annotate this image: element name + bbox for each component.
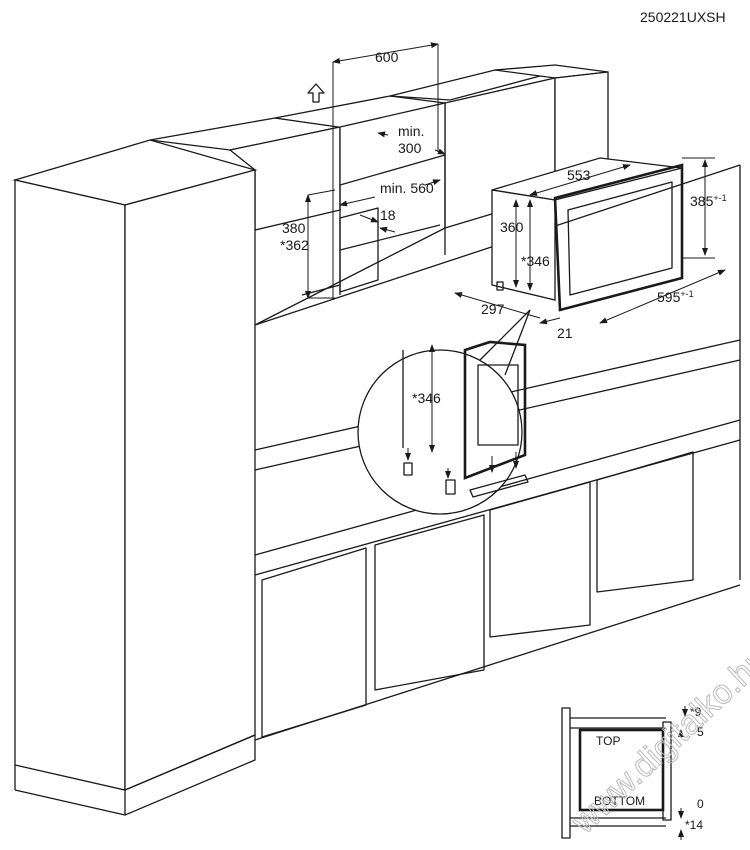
dim-21: 21 bbox=[557, 325, 573, 341]
dim-min-300: 300 bbox=[398, 140, 422, 156]
tall-cabinet bbox=[12, 139, 258, 816]
dim-553: 553 bbox=[567, 167, 591, 183]
dim-min-560: min. 560 bbox=[380, 180, 434, 196]
dim-380: 380 bbox=[282, 220, 306, 236]
dim-385: 385+-1 bbox=[690, 193, 727, 209]
dim-min-label: min. bbox=[398, 123, 424, 139]
dim-18: 18 bbox=[380, 207, 396, 223]
mounting-detail-circle bbox=[357, 309, 531, 515]
dim-595: 595+-1 bbox=[657, 289, 694, 305]
dim-9: *9 bbox=[690, 705, 702, 719]
dim-346: *346 bbox=[521, 253, 550, 269]
dim-360: 360 bbox=[500, 219, 524, 235]
dim-297: 297 bbox=[481, 301, 505, 317]
dim-5: 5 bbox=[697, 725, 704, 739]
bottom-label: BOTTOM bbox=[594, 794, 645, 808]
dim-14: *14 bbox=[685, 818, 703, 832]
dimension-lines bbox=[305, 42, 726, 325]
detail-dim-346: *346 bbox=[412, 390, 441, 406]
model-code: 250221UXSH bbox=[640, 9, 726, 25]
upper-cabinets bbox=[149, 64, 609, 326]
dim-362: *362 bbox=[280, 237, 309, 253]
dim-niche-width: 600 bbox=[375, 49, 399, 65]
dim-0: 0 bbox=[697, 797, 704, 811]
watermark: www.digitalko.hu bbox=[564, 640, 750, 841]
top-label: TOP bbox=[596, 734, 620, 748]
side-clearance-detail bbox=[561, 706, 688, 840]
lift-arrow-icon bbox=[307, 83, 325, 103]
